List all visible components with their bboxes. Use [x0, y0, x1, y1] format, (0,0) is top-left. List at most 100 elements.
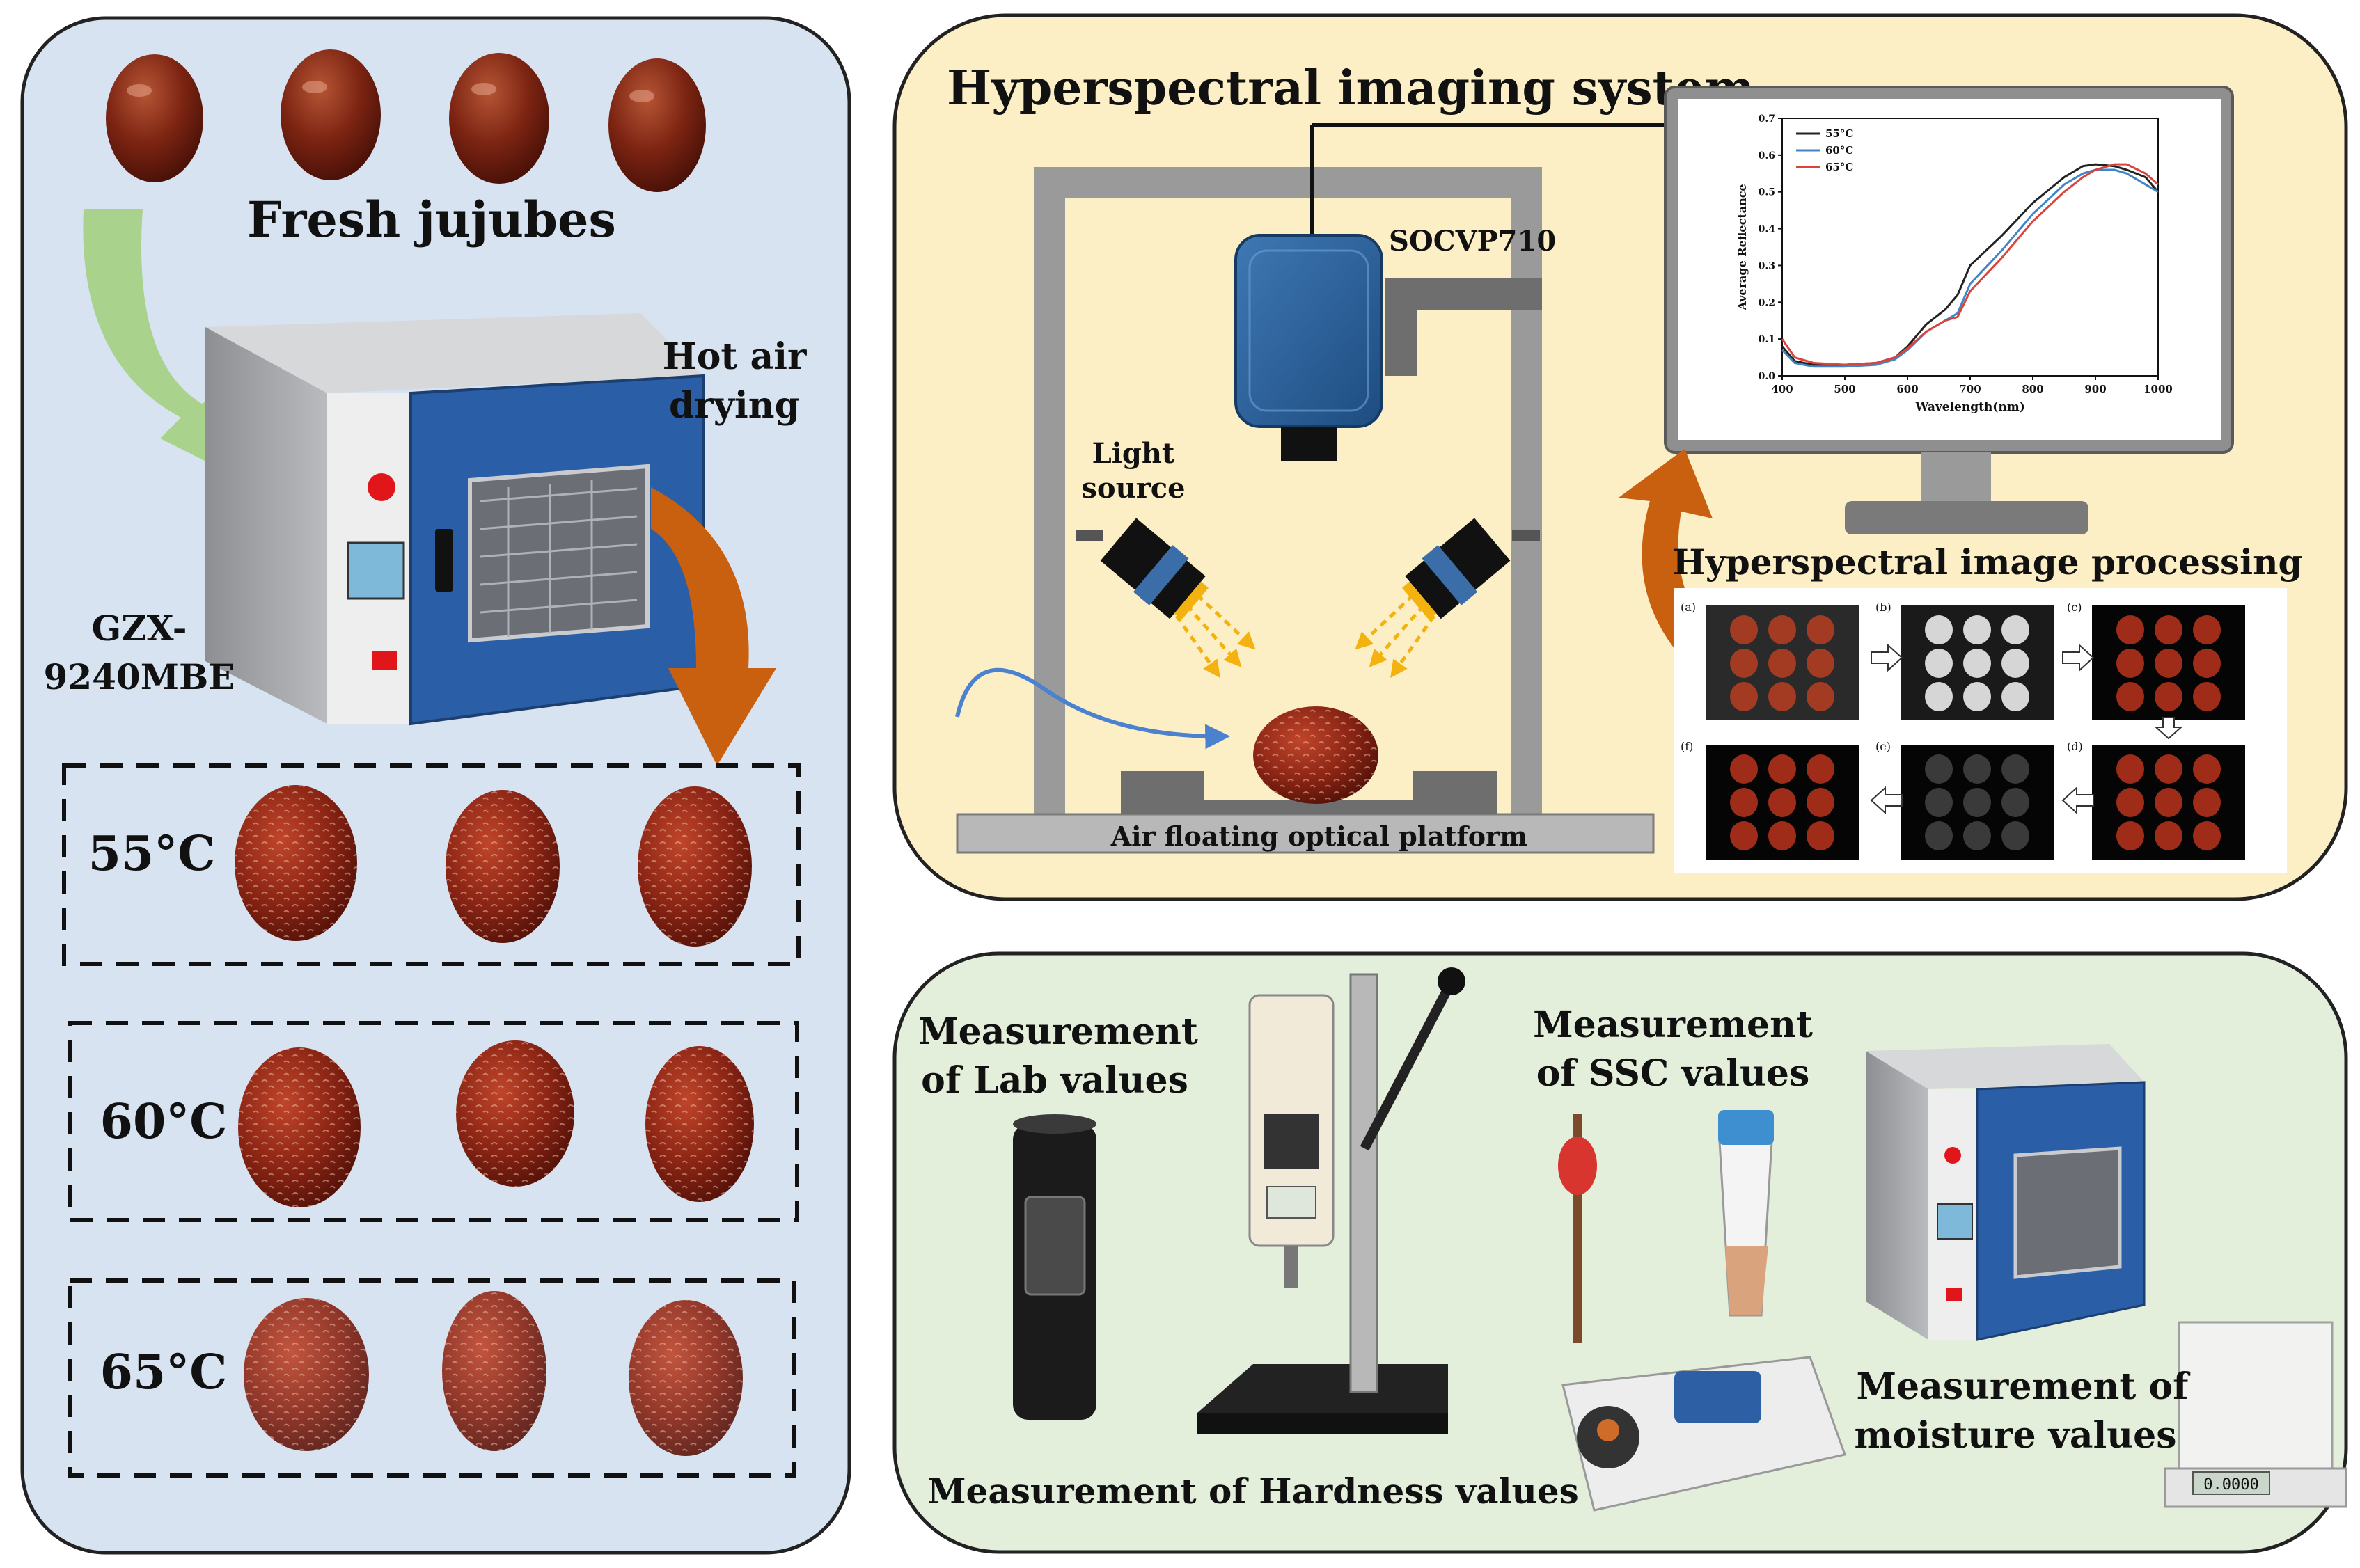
chart-y-tick-label: 0.2: [1759, 297, 1775, 308]
processing-jujube: [1768, 788, 1796, 817]
fresh-jujube: [608, 58, 706, 192]
processing-jujube: [2116, 682, 2144, 711]
chart-x-tick-label: 400: [1771, 383, 1793, 395]
hardness-label: Measurement of Hardness values: [927, 1471, 1579, 1512]
processing-jujube: [1730, 615, 1758, 644]
processing-jujube: [1730, 754, 1758, 784]
moisture-label-1: Measurement of: [1857, 1365, 2192, 1408]
processing-jujube: [1925, 615, 1953, 644]
processing-jujube: [1925, 754, 1953, 784]
chart-x-tick-label: 900: [2084, 383, 2106, 395]
chart-legend-label: 55°C: [1825, 127, 1853, 140]
chart-x-tick-label: 600: [1896, 383, 1918, 395]
camera-label: SOCVP710: [1389, 225, 1556, 258]
processing-jujube: [2193, 821, 2221, 850]
processing-arrow-icon: [2062, 643, 2095, 672]
arrow-blue-icon: [955, 667, 1231, 750]
chart-y-tick-label: 0.7: [1759, 113, 1775, 125]
processing-title: Hyperspectral image processing: [1672, 541, 2302, 583]
processing-jujube: [2155, 615, 2182, 644]
chart-y-tick-label: 0.0: [1759, 371, 1776, 382]
chart-y-tick-label: 0.3: [1759, 260, 1775, 271]
processing-jujube: [1925, 788, 1953, 817]
processing-jujube: [1768, 821, 1796, 850]
processing-jujube: [1963, 615, 1991, 644]
hot-air-label: Hot air: [663, 335, 807, 378]
processing-jujube: [1925, 682, 1953, 711]
hsi-title: Hyperspectral imaging system: [947, 61, 1754, 116]
processing-arrow-icon: [1871, 643, 1903, 672]
processing-jujube: [1730, 649, 1758, 678]
processing-jujube: [2193, 649, 2221, 678]
processing-jujube: [1963, 788, 1991, 817]
processing-jujube: [1768, 615, 1796, 644]
processing-steps: (a)(b)(c)(d)(e)(f): [1681, 601, 2245, 860]
colorimeter-icon: [1013, 1114, 1096, 1420]
processing-step-label: (c): [2067, 601, 2082, 614]
processing-jujube: [1730, 821, 1758, 850]
processing-step-label: (b): [1875, 601, 1891, 614]
processing-jujube: [1768, 649, 1796, 678]
processing-jujube: [2116, 754, 2144, 784]
processing-jujube: [2155, 754, 2182, 784]
processing-step-label: (a): [1681, 601, 1696, 614]
chart-y-tick-label: 0.5: [1759, 187, 1775, 198]
platform-label: Air floating optical platform: [1110, 821, 1528, 852]
lab-label-2: of Lab values: [921, 1059, 1188, 1102]
chart-series-line: [1781, 168, 2159, 368]
temp-group-60: 60°C: [68, 1021, 799, 1222]
chart-y-tick-label: 0.1: [1759, 334, 1775, 345]
monitor: [1664, 86, 2234, 534]
processing-jujube: [2001, 821, 2029, 850]
processing-jujube: [1730, 682, 1758, 711]
chart-legend-label: 65°C: [1825, 161, 1853, 173]
processing-jujube: [1963, 821, 1991, 850]
temp-label-60: 60°C: [100, 1094, 228, 1150]
moisture-oven-icon: [1866, 1044, 2146, 1341]
processing-jujube: [2193, 682, 2221, 711]
temp-label-55: 55°C: [88, 826, 216, 882]
processing-arrow-icon: [2154, 717, 2183, 740]
processing-jujube: [2116, 615, 2144, 644]
temp-group-65: 65°C: [68, 1278, 796, 1478]
processing-jujube: [2155, 821, 2182, 850]
processing-jujube: [2155, 682, 2182, 711]
processing-jujube: [2116, 649, 2144, 678]
chart-x-tick-label: 500: [1834, 383, 1855, 395]
chart-legend-label: 60°C: [1825, 144, 1853, 157]
processing-jujube: [1807, 821, 1834, 850]
lab-label-1: Measurement: [918, 1011, 1198, 1053]
refractometer-icon: [1558, 1110, 1846, 1512]
moisture-label-2: moisture values: [1855, 1414, 2177, 1457]
light-source-left-icon: [1076, 518, 1256, 679]
light-label-1: Light: [1092, 437, 1175, 470]
processing-jujube: [1963, 649, 1991, 678]
processing-jujube: [2116, 821, 2144, 850]
processing-jujube: [1807, 682, 1834, 711]
chart-x-axis-label: Wavelength(nm): [1914, 400, 2025, 414]
processing-jujube: [2001, 788, 2029, 817]
camera-icon: [1234, 123, 1665, 461]
processing-jujube: [1807, 754, 1834, 784]
oven-model-label-1: GZX-: [92, 608, 187, 649]
processing-arrow-icon: [2061, 786, 2094, 815]
oven-model-label-2: 9240MBE: [44, 656, 235, 697]
processing-jujube: [2001, 615, 2029, 644]
processing-jujube: [1925, 821, 1953, 850]
chart-y-tick-label: 0.4: [1759, 224, 1776, 235]
arrow-orange-icon: [651, 487, 776, 766]
processing-step-label: (f): [1681, 740, 1693, 753]
arrow-green-icon: [83, 209, 230, 473]
chart-x-tick-label: 1000: [2143, 383, 2173, 395]
processing-jujube: [2155, 649, 2182, 678]
chart-x-tick-label: 800: [2022, 383, 2043, 395]
fresh-jujubes-label: Fresh jujubes: [247, 191, 616, 248]
processing-step-label: (e): [1875, 740, 1891, 753]
processing-jujube: [1807, 649, 1834, 678]
light-label-2: source: [1081, 472, 1185, 505]
hsi-frame: [956, 167, 1655, 854]
drying-oven: [205, 313, 705, 726]
chart-y-tick-label: 0.6: [1759, 150, 1775, 161]
